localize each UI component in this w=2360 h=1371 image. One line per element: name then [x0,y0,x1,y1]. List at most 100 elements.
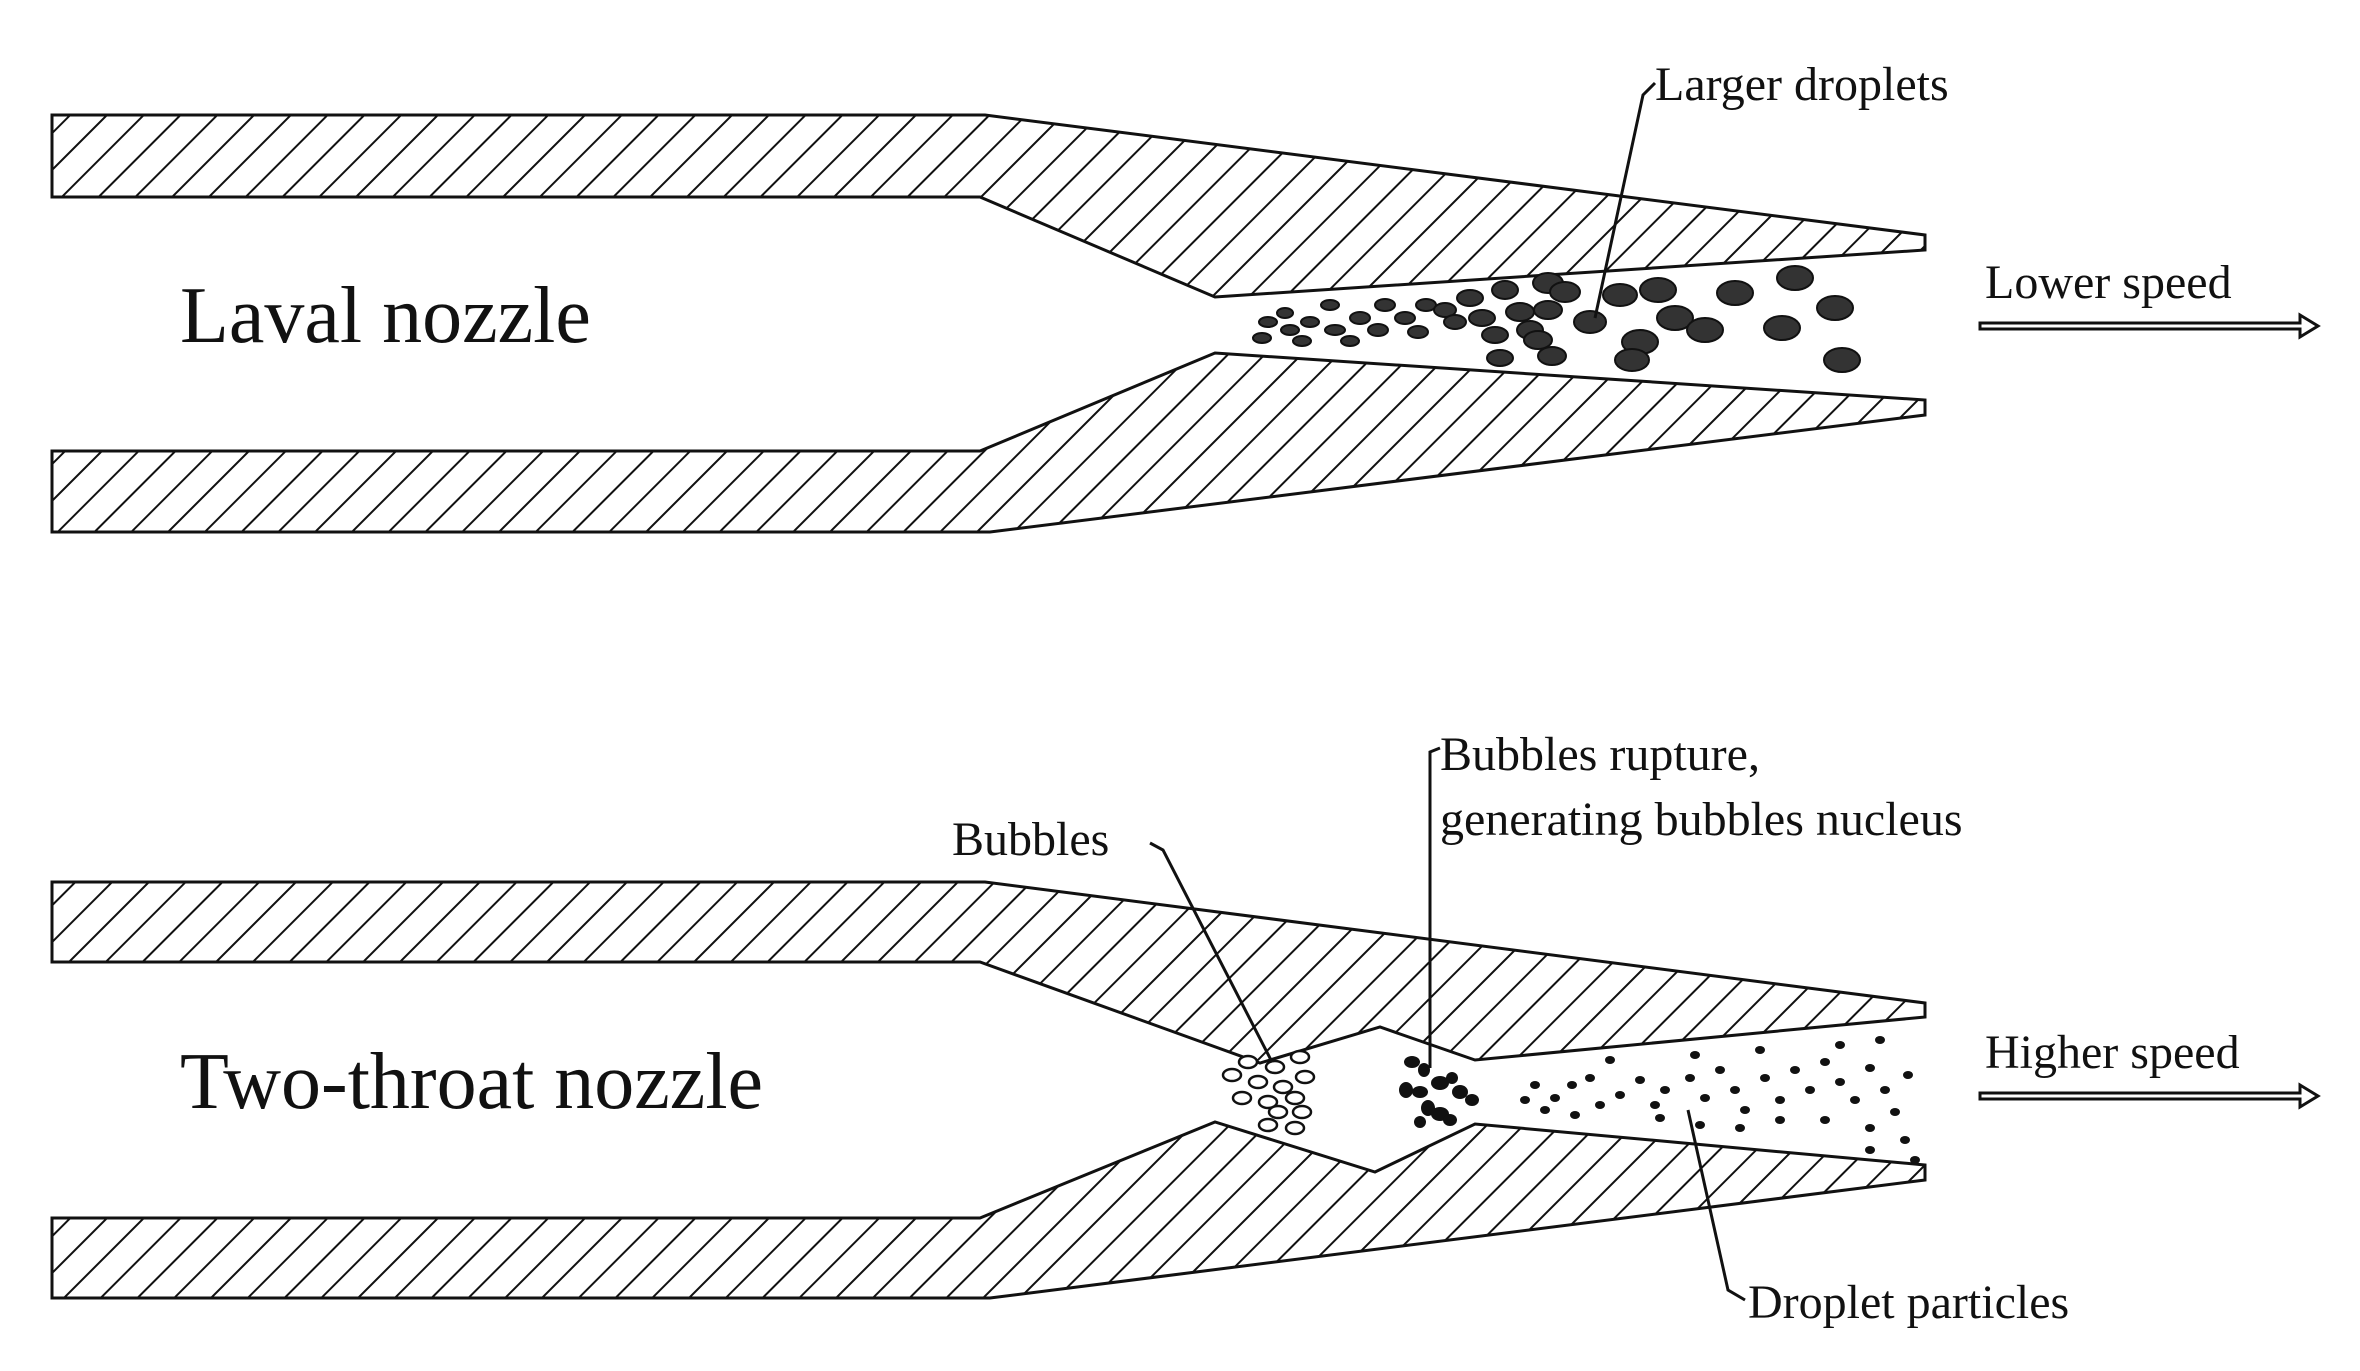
droplet-particle [1760,1074,1770,1082]
droplet [1280,324,1300,336]
droplet [1292,335,1312,347]
droplet-particle [1690,1051,1700,1059]
bubble-nucleus [1418,1063,1430,1077]
droplet-particle [1820,1058,1830,1066]
droplet-particle [1655,1114,1665,1122]
droplet-particle [1740,1106,1750,1114]
bubble-nucleus [1412,1086,1428,1098]
droplet-particle [1910,1156,1920,1164]
bubble [1272,1079,1294,1095]
droplet [1300,316,1320,328]
droplet [1533,300,1563,320]
droplet-particle [1790,1066,1800,1074]
droplet-particle [1835,1041,1845,1049]
two-throat-speed-arrow [1978,1082,2321,1110]
rupture-callout-line-2: generating bubbles nucleus [1440,793,1963,846]
droplet [1456,289,1484,307]
bubble-nucleus [1443,1114,1457,1126]
droplet-particle [1530,1081,1540,1089]
droplet [1481,326,1509,344]
droplet [1614,348,1650,372]
rupture-leader-line [1428,746,1441,1068]
droplet [1415,298,1437,312]
droplet-particle [1540,1106,1550,1114]
droplet [1349,311,1371,325]
bubble-nuclei [1399,1056,1479,1128]
droplet-particle [1835,1078,1845,1086]
droplet-particle [1615,1091,1625,1099]
droplet-particle [1880,1086,1890,1094]
rupture-callout-line-1: Bubbles rupture, [1440,728,1760,781]
droplet [1258,316,1278,328]
bubble [1237,1054,1259,1070]
droplet-particle [1595,1101,1605,1109]
droplet-particle [1715,1066,1725,1074]
droplet [1816,295,1854,321]
droplet [1537,346,1567,366]
droplet [1468,309,1496,327]
droplet-particle [1820,1116,1830,1124]
droplet [1276,307,1294,319]
droplet-particle [1730,1086,1740,1094]
droplet-particle [1660,1086,1670,1094]
droplet [1573,310,1607,334]
laval-upper-wall [50,113,1927,299]
bubble [1284,1090,1306,1106]
droplet [1491,280,1519,300]
bubble [1284,1120,1306,1136]
droplet [1443,314,1467,330]
bubble [1267,1104,1289,1120]
droplet-particle [1875,1036,1885,1044]
droplet [1367,323,1389,337]
bubble [1264,1059,1286,1075]
laval-title: Laval nozzle [180,272,591,360]
droplet-particle [1775,1096,1785,1104]
bubble [1289,1049,1311,1065]
two-throat-speed-label: Higher speed [1985,1026,2240,1079]
droplet-particles [1520,1036,1920,1164]
laval-nozzle: Laval nozzle Larger droplets Lower speed [50,58,2321,534]
droplet-particle [1903,1071,1913,1079]
droplet [1433,302,1457,318]
droplet [1823,347,1861,373]
bubble [1221,1067,1243,1083]
bubble-nucleus [1465,1094,1479,1106]
bubble-nucleus [1446,1072,1458,1084]
droplet-particle [1735,1124,1745,1132]
bubbles [1221,1049,1316,1136]
droplet-particle [1650,1101,1660,1109]
droplet [1252,332,1272,344]
droplet [1394,311,1416,325]
droplet [1320,299,1340,311]
droplet-particle [1685,1074,1695,1082]
droplet-particle [1605,1056,1615,1064]
droplet-particle [1585,1074,1595,1082]
large-droplets-callout: Larger droplets [1655,58,1949,111]
droplet [1639,277,1677,303]
bubble-nucleus [1404,1056,1420,1068]
bubbles-leader-line [1149,841,1274,1063]
bubble-nucleus [1452,1085,1468,1099]
droplet-particle [1567,1081,1577,1089]
droplet [1324,324,1346,336]
droplet-particle [1805,1086,1815,1094]
droplet-particle [1755,1046,1765,1054]
droplet [1656,305,1694,331]
bubble [1294,1069,1316,1085]
two-throat-nozzle: Two-throat nozzle Bubbles Bubbles ruptur… [50,728,2321,1329]
bubble-nucleus [1431,1076,1449,1090]
droplet [1486,349,1514,367]
droplet [1549,281,1581,303]
droplet-particle [1865,1064,1875,1072]
droplet-particle [1520,1096,1530,1104]
laval-lower-wall [50,351,1927,534]
laval-droplets [1252,265,1861,373]
droplet [1523,330,1553,350]
droplet [1505,302,1535,322]
bubble [1231,1090,1253,1106]
droplet-particle [1865,1124,1875,1132]
droplet-particle [1635,1076,1645,1084]
bubble [1257,1117,1279,1133]
droplet [1374,298,1396,312]
